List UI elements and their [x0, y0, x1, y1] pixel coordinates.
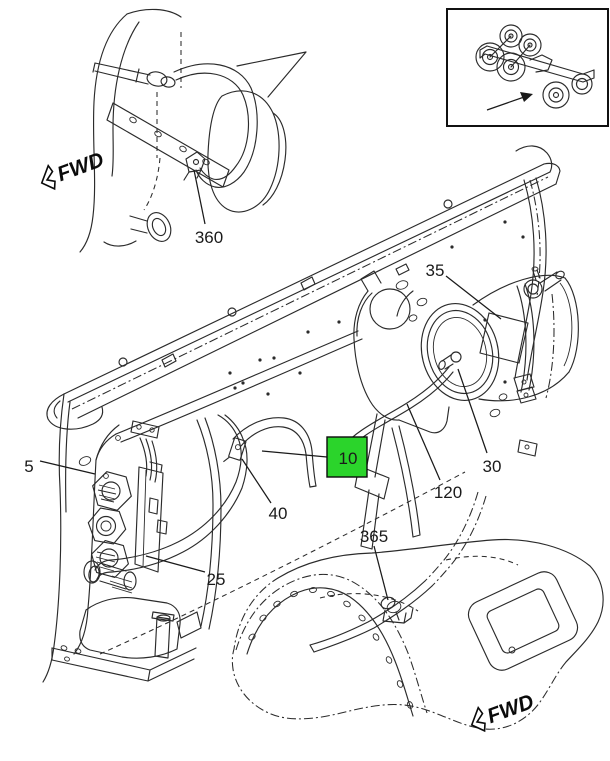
tank-label-35: [479, 312, 529, 364]
washer-hose-25: [88, 414, 248, 583]
fwd-label-top-left: FWD: [54, 148, 107, 186]
main-assembly-view: [42, 145, 579, 683]
callout-40[interactable]: 40: [269, 504, 288, 523]
inset-direction-arrow: [486, 92, 533, 111]
callout-365[interactable]: 365: [360, 527, 388, 546]
fwd-arrow-icon: [40, 163, 56, 191]
hose-clip-365: [380, 596, 414, 624]
air-hose-through-fender: [309, 491, 487, 653]
callout-leaders: [39, 169, 502, 601]
callout-5[interactable]: 5: [24, 457, 33, 476]
truck-chassis-icon: [475, 24, 595, 111]
hose-10: [232, 417, 317, 488]
washer-reservoir-assembly: [51, 417, 222, 682]
detail-view-top-left: [79, 8, 307, 253]
callout-25[interactable]: 25: [207, 570, 226, 589]
callout-360[interactable]: 360: [195, 228, 223, 247]
fender-access-panel: [467, 571, 579, 671]
fwd-label-bottom-right: FWD: [484, 690, 537, 728]
callout-120[interactable]: 120: [434, 483, 462, 502]
inset-border: [446, 8, 609, 127]
tank-bracket: [353, 263, 450, 550]
detail-view-fender: [231, 491, 604, 730]
vehicle-orientation-inset: [446, 8, 609, 127]
callout-30[interactable]: 30: [483, 457, 502, 476]
fwd-indicator-top-left: FWD: [40, 148, 107, 191]
hose-clip-40: [223, 437, 247, 463]
callout-10[interactable]: 10: [339, 449, 358, 468]
air-tank: [420, 266, 579, 457]
tank-port-30: [450, 351, 462, 363]
fender-flange-holes: [248, 587, 414, 709]
fwd-indicator-bottom-right: FWD: [470, 690, 537, 733]
callout-35[interactable]: 35: [426, 261, 445, 280]
callout-10-highlight-box[interactable]: [326, 436, 368, 478]
fwd-arrow-icon: [470, 705, 486, 733]
fitting-360: [183, 151, 206, 181]
